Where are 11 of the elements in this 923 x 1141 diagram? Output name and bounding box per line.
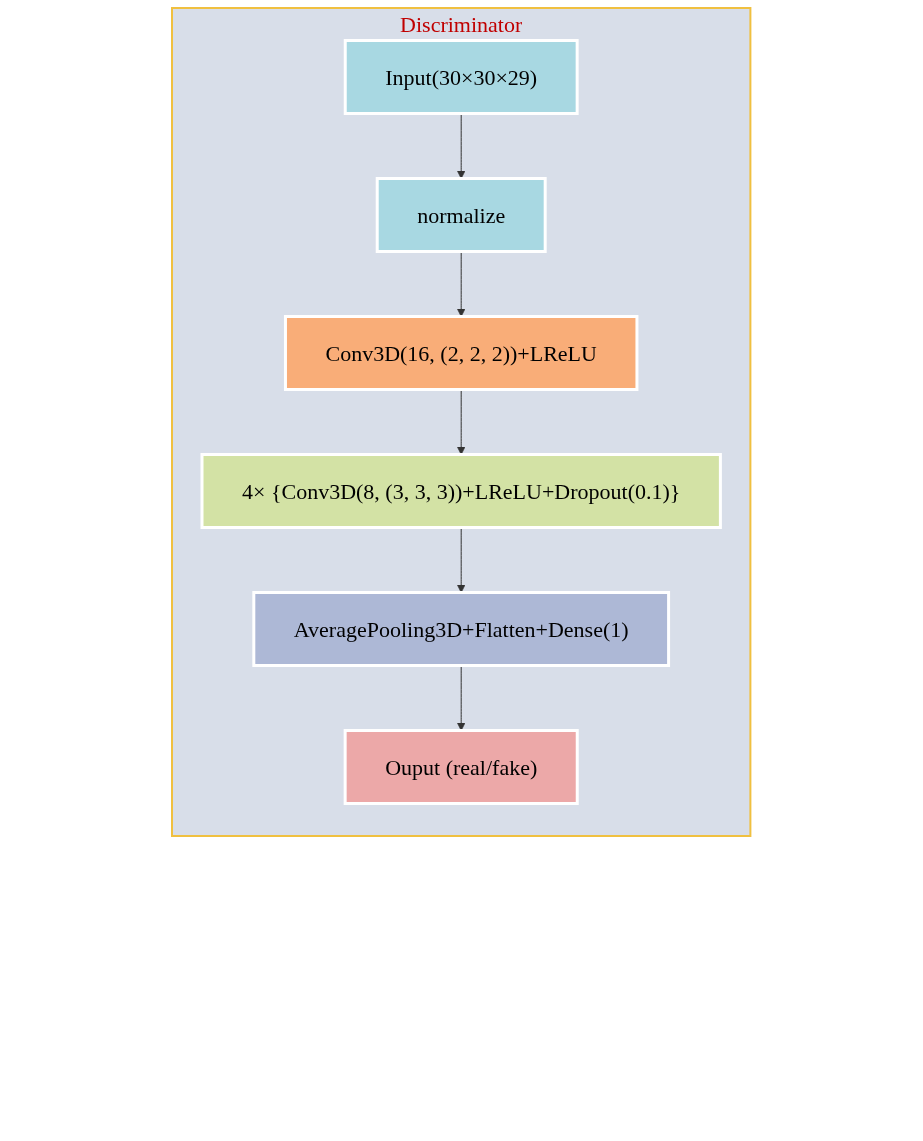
arrow — [457, 251, 466, 317]
node-box: 4× {Conv3D(8, (3, 3, 3))+LReLU+Dropout(0.1)} — [200, 453, 723, 529]
arrow — [457, 527, 466, 593]
node-box: Conv3D(16, (2, 2, 2))+LReLU — [284, 315, 639, 391]
node-box: AveragePooling3D+Flatten+Dense(1) — [252, 591, 671, 667]
arrow — [457, 665, 466, 731]
node-box: normalize — [376, 177, 547, 253]
arrow — [457, 113, 466, 179]
node-box: Ouput (real/fake) — [343, 729, 580, 805]
arrow — [457, 389, 466, 455]
node-box: Input(30×30×29) — [344, 39, 579, 115]
